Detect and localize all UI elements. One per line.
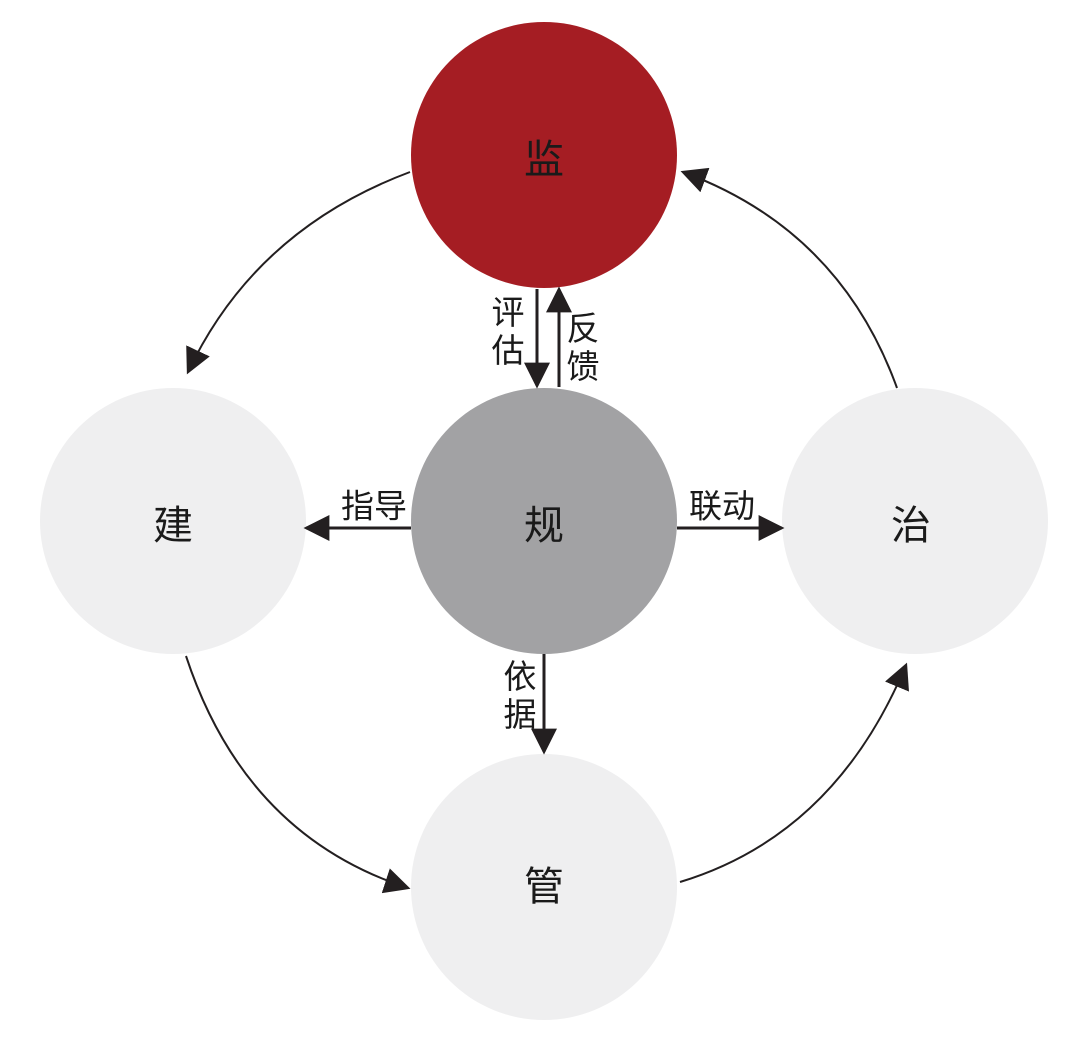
arc-monitor-to-build bbox=[186, 171, 411, 375]
node-manage bbox=[411, 754, 677, 1020]
cycle-arcs bbox=[185, 167, 909, 894]
node-govern bbox=[782, 388, 1048, 654]
arc-govern-to-monitor bbox=[680, 167, 898, 389]
edge-label-basis: 依据 bbox=[504, 657, 537, 734]
node-plan bbox=[411, 388, 677, 654]
node-monitor-label: 监 bbox=[524, 137, 564, 183]
node-manage-label: 管 bbox=[524, 864, 564, 910]
inner-arrows bbox=[303, 286, 785, 755]
arc-build-to-manage bbox=[185, 655, 411, 894]
node-labels: 监 建 规 治 管 bbox=[153, 137, 931, 910]
nodes bbox=[40, 22, 1048, 1020]
node-build-label: 建 bbox=[153, 503, 193, 549]
edge-label-feedback: 反馈 bbox=[567, 309, 600, 386]
node-monitor bbox=[411, 22, 677, 288]
edge-label-linkage: 联动 bbox=[689, 487, 755, 526]
node-build bbox=[40, 388, 306, 654]
edge-label-guide: 指导 bbox=[341, 487, 407, 526]
node-plan-label: 规 bbox=[524, 503, 564, 549]
edge-labels: 评估 反馈 指导 联动 依据 bbox=[341, 293, 755, 734]
arc-manage-to-govern bbox=[679, 662, 909, 883]
edge-label-evaluate: 评估 bbox=[492, 293, 525, 370]
node-govern-label: 治 bbox=[891, 503, 931, 549]
